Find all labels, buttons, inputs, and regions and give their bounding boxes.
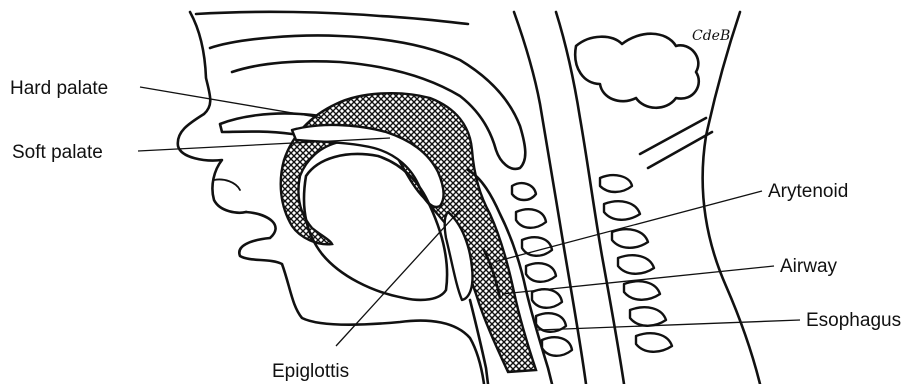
label-epiglottis: Epiglottis: [272, 361, 349, 382]
artist-signature: CdeB: [692, 28, 730, 44]
label-arytenoid: Arytenoid: [768, 181, 848, 202]
label-esophagus: Esophagus: [806, 310, 901, 331]
label-soft-palate: Soft palate: [12, 142, 103, 163]
cerebellum: [575, 34, 699, 108]
label-airway: Airway: [780, 256, 838, 277]
label-hard-palate: Hard palate: [10, 78, 108, 99]
leader-hard-palate: [140, 87, 322, 118]
leader-epiglottis: [336, 210, 460, 346]
